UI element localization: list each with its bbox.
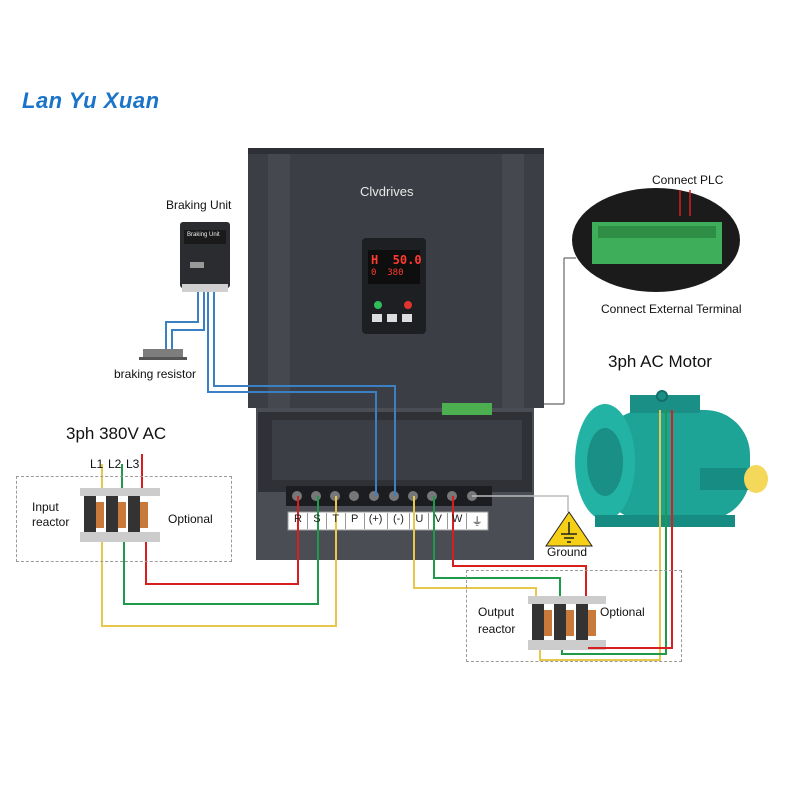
terminal-s: S bbox=[308, 513, 327, 529]
terminal-plus: (+) bbox=[365, 513, 388, 529]
supply-label: 3ph 380V AC bbox=[66, 424, 167, 443]
input-reactor-device bbox=[80, 488, 160, 542]
terminal-v: V bbox=[429, 513, 449, 529]
motor-label: 3ph AC Motor bbox=[608, 352, 712, 371]
braking-unit-label: Braking Unit bbox=[166, 198, 232, 212]
input-reactor-label-2: reactor bbox=[32, 515, 70, 529]
display-line1: H 50.0 bbox=[371, 253, 422, 267]
connect-terminal-label: Connect External Terminal bbox=[601, 302, 742, 316]
ground-label: Ground bbox=[547, 545, 588, 559]
display-line2: 0 380 bbox=[371, 268, 404, 278]
terminal-t: T bbox=[327, 513, 346, 529]
brand-logo: Lan Yu Xuan bbox=[22, 88, 160, 113]
braking-unit-device-text: Braking Unit bbox=[187, 232, 220, 238]
motor-device bbox=[575, 390, 768, 527]
terminal-w: W bbox=[448, 513, 468, 529]
drive-brand: Clvdrives bbox=[360, 184, 414, 199]
power-terminals bbox=[286, 486, 492, 506]
output-reactor-optional-box bbox=[466, 570, 682, 662]
braking-resistor-label: braking resistor bbox=[114, 367, 197, 381]
line-l3: L3 bbox=[126, 457, 140, 471]
terminal-r: R bbox=[289, 513, 308, 529]
input-reactor-optional-box bbox=[16, 476, 232, 562]
output-reactor-device bbox=[528, 596, 606, 650]
terminal-ground: ⏚ bbox=[471, 516, 483, 528]
output-reactor-label-1: Output bbox=[478, 605, 515, 619]
braking-resistor-device bbox=[143, 349, 183, 359]
terminal-u: U bbox=[410, 513, 430, 529]
terminal-minus: (-) bbox=[388, 513, 411, 529]
keypad-display bbox=[368, 250, 420, 284]
line-l1: L1 bbox=[90, 457, 104, 471]
output-reactor-optional: Optional bbox=[600, 605, 645, 619]
line-l2: L2 bbox=[108, 457, 122, 471]
connect-plc-label: Connect PLC bbox=[652, 173, 724, 187]
terminal-label-strip: R S T P (+) (-) U V W ⏚ bbox=[289, 513, 487, 529]
terminal-p: P bbox=[346, 513, 365, 529]
output-reactor-label-2: reactor bbox=[478, 622, 516, 636]
input-reactor-optional: Optional bbox=[168, 512, 213, 526]
input-reactor-label-1: Input bbox=[32, 500, 59, 514]
